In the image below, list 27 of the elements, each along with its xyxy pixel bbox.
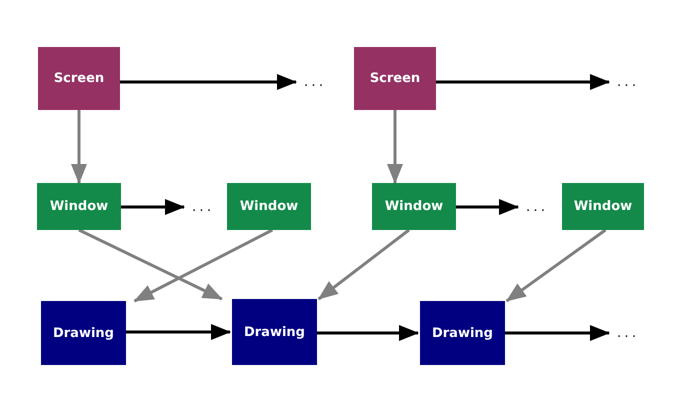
drawing-box: Drawing — [41, 301, 126, 365]
arrow — [436, 74, 610, 90]
drawing-box: Drawing — [420, 301, 505, 365]
arrow — [318, 228, 410, 300]
screen-box: Screen — [354, 47, 436, 110]
window-box: Window — [372, 183, 456, 230]
arrow — [71, 110, 87, 184]
ellipsis-text: ... — [298, 70, 332, 94]
ellipsis-text: ... — [520, 195, 554, 219]
window-box: Window — [562, 183, 644, 230]
ellipsis-text: ... — [186, 195, 220, 219]
arrow — [505, 325, 610, 341]
arrow — [387, 110, 403, 184]
ellipsis-text: ... — [611, 321, 645, 345]
arrow — [78, 228, 223, 300]
arrow — [317, 325, 419, 341]
arrow — [506, 228, 606, 302]
arrow — [456, 199, 519, 215]
arrow — [120, 74, 297, 90]
arrow — [121, 199, 185, 215]
screen-box: Screen — [38, 47, 120, 110]
arrow — [134, 228, 274, 302]
arrow — [126, 324, 231, 340]
ellipsis-text: ... — [611, 70, 645, 94]
drawing-box: Drawing — [232, 299, 317, 365]
window-box: Window — [37, 183, 121, 230]
window-box: Window — [227, 183, 311, 230]
